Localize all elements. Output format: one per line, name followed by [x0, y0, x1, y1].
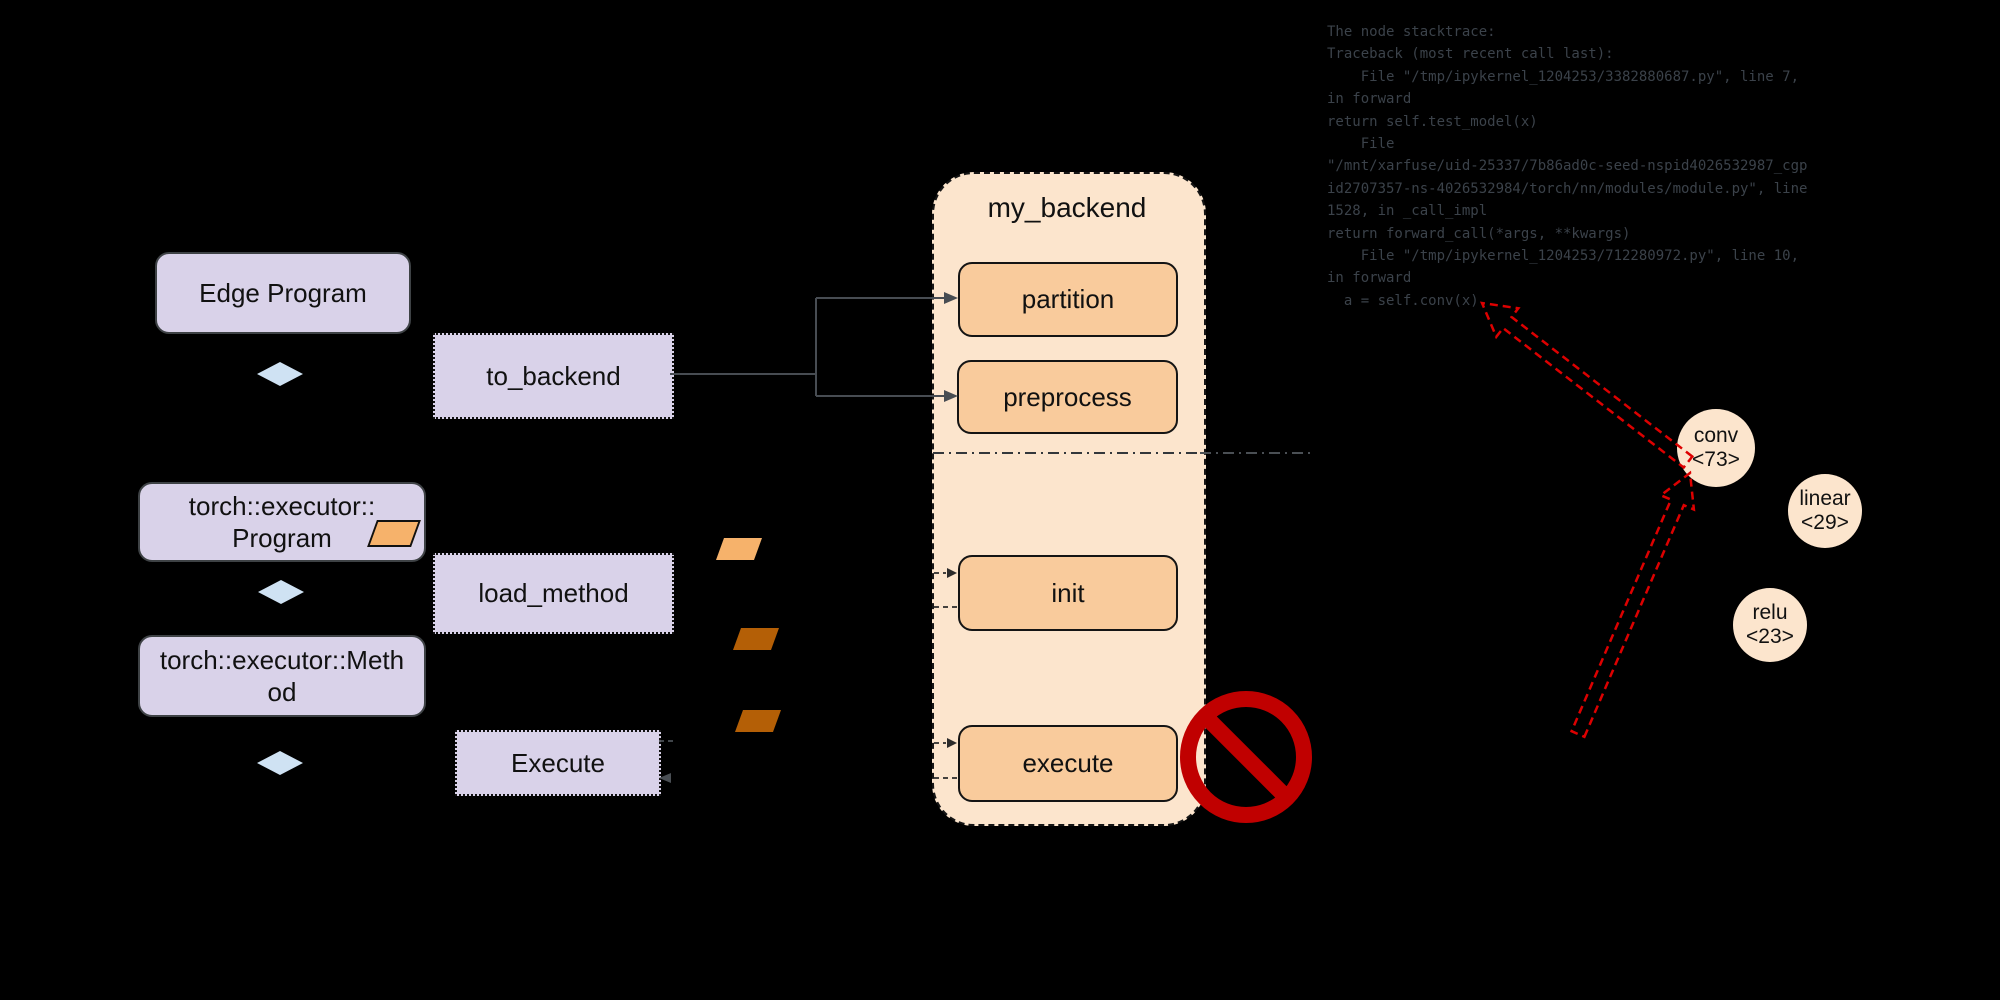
load-method-label: load_method	[478, 578, 629, 608]
graph-node-linear-name: linear	[1799, 487, 1851, 510]
graph-node-relu-name: relu	[1752, 601, 1788, 624]
to-backend-connector-lines	[670, 297, 944, 397]
graph-node-linear: linear <29>	[1788, 474, 1862, 548]
graph-node-conv-id: <73>	[1692, 448, 1740, 471]
graph-node-relu-id: <23>	[1746, 625, 1794, 648]
torch-executor-method-label: torch::executor::Meth od	[159, 645, 405, 707]
preprocess-label: preprocess	[1003, 381, 1132, 412]
edge-program-box: Edge Program	[155, 252, 411, 334]
flow-diamond-1	[257, 362, 303, 386]
payload-parallelogram-dark-1	[732, 628, 780, 650]
execute-call-label: Execute	[511, 747, 605, 778]
graph-node-relu: relu <23>	[1733, 588, 1807, 662]
node-stacktrace-text: The node stacktrace: Traceback (most rec…	[1327, 24, 1808, 309]
my-backend-title: my_backend	[987, 192, 1147, 223]
flow-diamond-3	[257, 751, 303, 775]
partition-box: partition	[958, 262, 1178, 337]
payload-parallelogram-light	[715, 538, 763, 560]
red-arrow-to-conv-node	[1569, 470, 1696, 739]
execute-call-box: Execute	[455, 730, 661, 796]
load-method-box: load_method	[433, 553, 674, 634]
graph-node-linear-id: <29>	[1801, 511, 1849, 534]
red-arrow-conv-to-stacktrace	[1479, 301, 1695, 470]
to-backend-label: to_backend	[486, 360, 621, 391]
init-label: init	[1051, 577, 1085, 608]
to-backend-box: to_backend	[433, 333, 674, 419]
torch-executor-method-box: torch::executor::Meth od	[138, 635, 426, 717]
execute-box: execute	[958, 725, 1178, 802]
preprocess-box: preprocess	[957, 360, 1178, 434]
graph-node-conv-name: conv	[1693, 424, 1739, 447]
graph-node-conv: conv <73>	[1677, 409, 1755, 487]
flow-diamond-2	[258, 580, 304, 604]
payload-parallelogram-dark-2	[734, 710, 782, 732]
execute-label: execute	[1022, 748, 1114, 778]
partition-label: partition	[1021, 284, 1115, 314]
edge-program-label: Edge Program	[199, 278, 367, 308]
torch-executor-program-label: torch::executor:: Program	[188, 491, 376, 553]
init-box: init	[958, 555, 1178, 631]
